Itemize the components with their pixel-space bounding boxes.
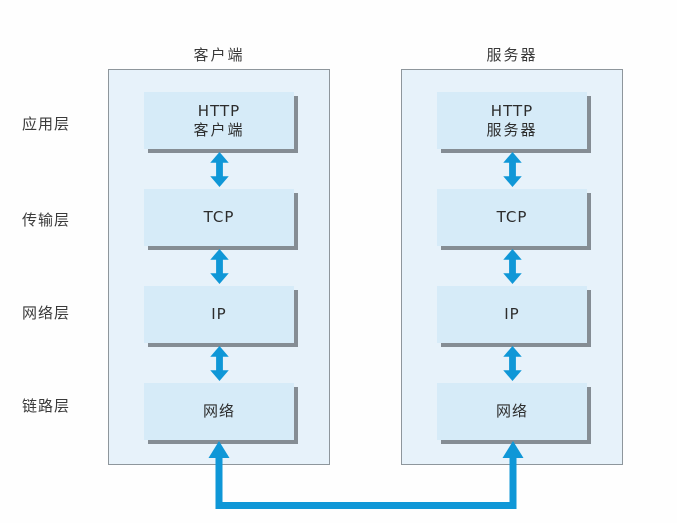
double-arrow-icon [209,248,229,284]
double-arrow-icon [502,151,522,187]
client-arrow-transport-network [209,246,229,286]
client-http-sublabel: 客户端 [193,120,245,139]
side-label-network-layer: 网络层 [22,304,71,322]
server-tcp-box: TCP [437,189,587,246]
server-http-label: HTTP [490,101,534,120]
server-physical-network-box: 网络 [437,383,587,440]
server-ip-label: IP [504,305,520,323]
double-arrow-icon [209,345,229,381]
side-label-transport-layer: 传输层 [22,211,71,229]
bottom-bus-connector-icon [208,441,524,509]
client-stack-container: HTTP 客户端 TCP IP [108,69,330,465]
client-physical-network-label: 网络 [202,402,235,420]
client-arrow-app-transport [209,149,229,189]
server-stack-container: HTTP 服务器 TCP IP [401,69,623,465]
client-ip-box: IP [144,286,294,343]
double-arrow-icon [209,151,229,187]
server-physical-network-label: 网络 [495,402,528,420]
server-arrow-network-link [502,343,522,383]
client-stack-title: 客户端 [193,46,245,64]
client-physical-network-box: 网络 [144,383,294,440]
client-http-label: HTTP [197,101,241,120]
server-tcp-label: TCP [496,208,528,226]
server-http-box: HTTP 服务器 [437,92,587,149]
side-label-application-layer: 应用层 [22,115,71,133]
server-arrow-app-transport [502,149,522,189]
client-arrow-network-link [209,343,229,383]
side-label-link-layer: 链路层 [22,397,71,415]
client-tcp-box: TCP [144,189,294,246]
server-arrow-transport-network [502,246,522,286]
server-stack-title: 服务器 [486,46,538,64]
client-tcp-label: TCP [203,208,235,226]
server-http-sublabel: 服务器 [486,120,538,139]
double-arrow-icon [502,248,522,284]
client-http-box: HTTP 客户端 [144,92,294,149]
double-arrow-icon [502,345,522,381]
server-ip-box: IP [437,286,587,343]
client-ip-label: IP [211,305,227,323]
